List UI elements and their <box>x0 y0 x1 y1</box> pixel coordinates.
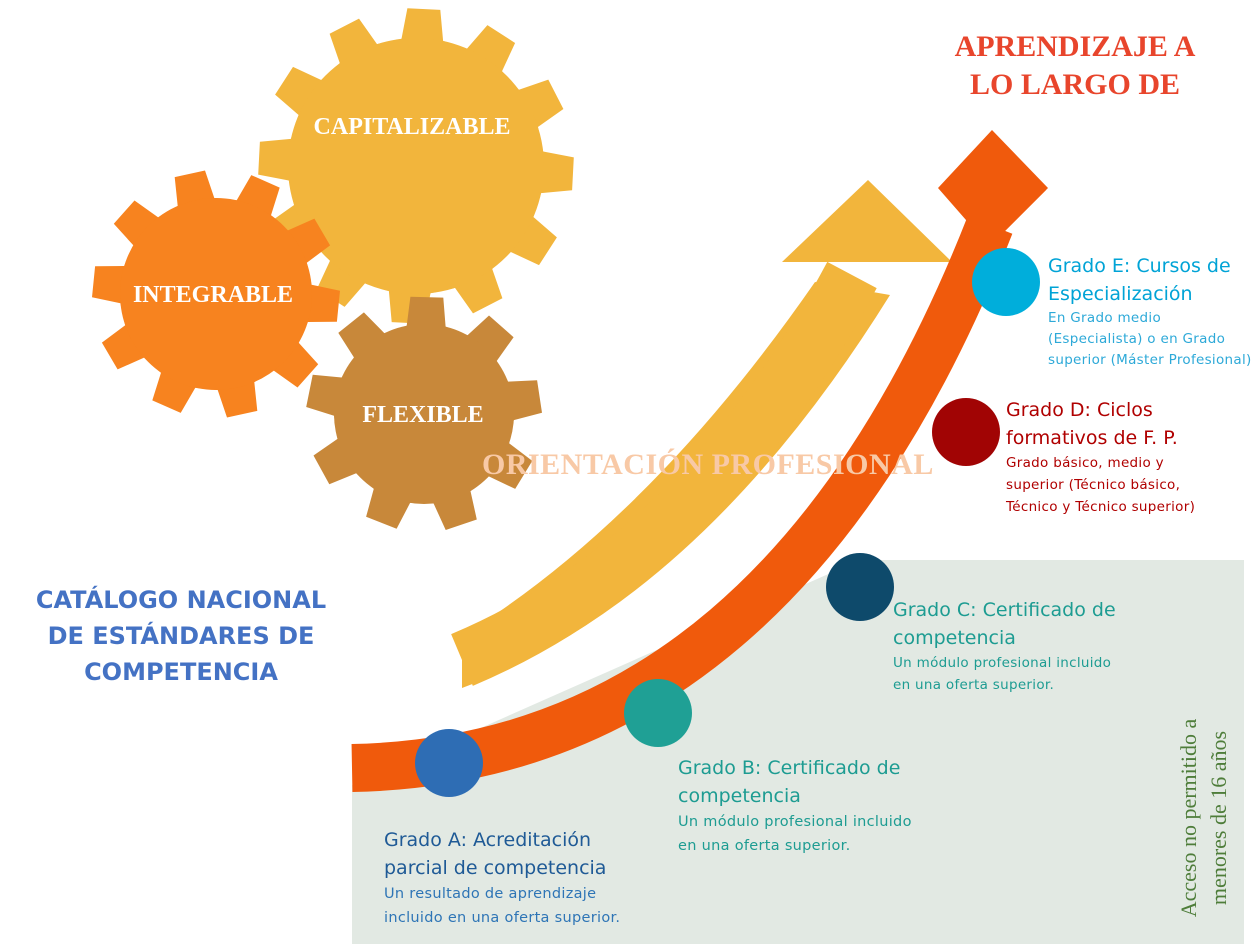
grade-c-title: Grado C: Certificado de competencia <box>893 596 1163 652</box>
grade-b-title: Grado B: Certificado de competencia <box>678 754 978 810</box>
yellow-arrow-head <box>782 180 952 262</box>
catalog-line-1: CATÁLOGO NACIONAL <box>35 586 327 614</box>
access-note: Acceso no permitido a menores de 16 años <box>1174 688 1234 948</box>
grade-e-desc-line-3: superior (Máster Profesional) <box>1048 352 1252 368</box>
grade-a-title-line-1: Grado A: Acreditación <box>384 829 592 851</box>
gear-flex-body <box>334 324 514 504</box>
grade-a-desc: Un resultado de aprendizaje incluido en … <box>384 882 684 930</box>
gear-capitalizable-label: CAPITALIZABLE <box>313 114 511 140</box>
gear-integrable <box>92 170 340 418</box>
info-panel <box>352 560 1244 944</box>
yellow-arrow-body <box>451 261 877 686</box>
grade-d-block: Grado D: Ciclos formativos de F. P. Grad… <box>1006 396 1256 518</box>
grade-e-title-line-2: Especialización <box>1048 283 1193 305</box>
grade-b-title-line-2: competencia <box>678 785 801 807</box>
orange-arrow-head-tip <box>940 132 1046 242</box>
catalog-heading: CATÁLOGO NACIONAL DE ESTÁNDARES DE COMPE… <box>30 582 332 690</box>
gear-capitalizable <box>258 8 574 324</box>
grade-c-title-line-1: Grado C: Certificado de <box>893 599 1116 621</box>
title-line-1: APRENDIZAJE A <box>954 30 1196 63</box>
title-line-2: LO LARGO DE <box>969 68 1181 101</box>
grade-c-desc-line-2: en una oferta superior. <box>893 677 1055 693</box>
grade-b-desc: Un módulo profesional incluido en una of… <box>678 810 978 858</box>
catalog-line-3: COMPETENCIA <box>84 658 278 686</box>
orientacion-profesional-label: ORIENTACIÓN PROFESIONAL <box>482 448 934 481</box>
grade-b-block: Grado B: Certificado de competencia Un m… <box>678 754 978 858</box>
grade-c-desc: Un módulo profesional incluido en una of… <box>893 652 1163 696</box>
grade-a-marker <box>415 729 483 797</box>
grade-b-title-line-1: Grado B: Certificado de <box>678 757 901 779</box>
grade-e-title: Grado E: Cursos de Especialización <box>1048 252 1258 308</box>
grade-d-title: Grado D: Ciclos formativos de F. P. <box>1006 396 1256 452</box>
grade-a-block: Grado A: Acreditación parcial de compete… <box>384 826 684 930</box>
gear-cap-body <box>288 38 544 294</box>
catalog-line-2: DE ESTÁNDARES DE <box>47 622 315 650</box>
grade-d-desc-line-1: Grado básico, medio y <box>1006 455 1164 471</box>
grade-e-desc-line-1: En Grado medio <box>1048 310 1162 326</box>
grade-c-block: Grado C: Certificado de competencia Un m… <box>893 596 1163 696</box>
grade-c-title-line-2: competencia <box>893 627 1016 649</box>
page-title: APRENDIZAJE A LO LARGO DE <box>940 28 1210 104</box>
gear-integrable-label: INTEGRABLE <box>132 282 294 308</box>
grade-b-desc-line-2: en una oferta superior. <box>678 838 851 854</box>
grade-a-desc-line-1: Un resultado de aprendizaje <box>384 886 597 902</box>
gear-flexible-label: FLEXIBLE <box>362 402 484 428</box>
grade-d-desc-line-3: Técnico y Técnico superior) <box>1006 499 1196 515</box>
access-note-line-2: menores de 16 años <box>1206 730 1231 906</box>
grade-c-desc-line-1: Un módulo profesional incluido <box>893 655 1112 671</box>
grade-e-block: Grado E: Cursos de Especialización En Gr… <box>1048 252 1258 371</box>
grade-e-desc: En Grado medio (Especialista) o en Grado… <box>1048 308 1258 371</box>
grade-b-desc-line-1: Un módulo profesional incluido <box>678 814 912 830</box>
grade-a-desc-line-2: incluido en una oferta superior. <box>384 910 621 926</box>
grade-d-title-line-1: Grado D: Ciclos <box>1006 399 1153 421</box>
gear-int-body <box>120 198 312 390</box>
grade-e-marker <box>972 248 1040 316</box>
grade-d-desc: Grado básico, medio y superior (Técnico … <box>1006 452 1256 518</box>
grade-d-title-line-2: formativos de F. P. <box>1006 427 1178 449</box>
grade-d-desc-line-2: superior (Técnico básico, <box>1006 477 1181 493</box>
grade-c-marker <box>826 553 894 621</box>
grade-e-title-line-1: Grado E: Cursos de <box>1048 255 1231 277</box>
grade-a-title: Grado A: Acreditación parcial de compete… <box>384 826 684 882</box>
grade-d-marker <box>932 398 1000 466</box>
grade-b-marker <box>624 679 692 747</box>
grade-e-desc-line-2: (Especialista) o en Grado <box>1048 331 1226 347</box>
grade-a-title-line-2: parcial de competencia <box>384 857 607 879</box>
gear-flexible <box>306 296 542 530</box>
access-note-line-1: Acceso no permitido a <box>1176 718 1201 918</box>
